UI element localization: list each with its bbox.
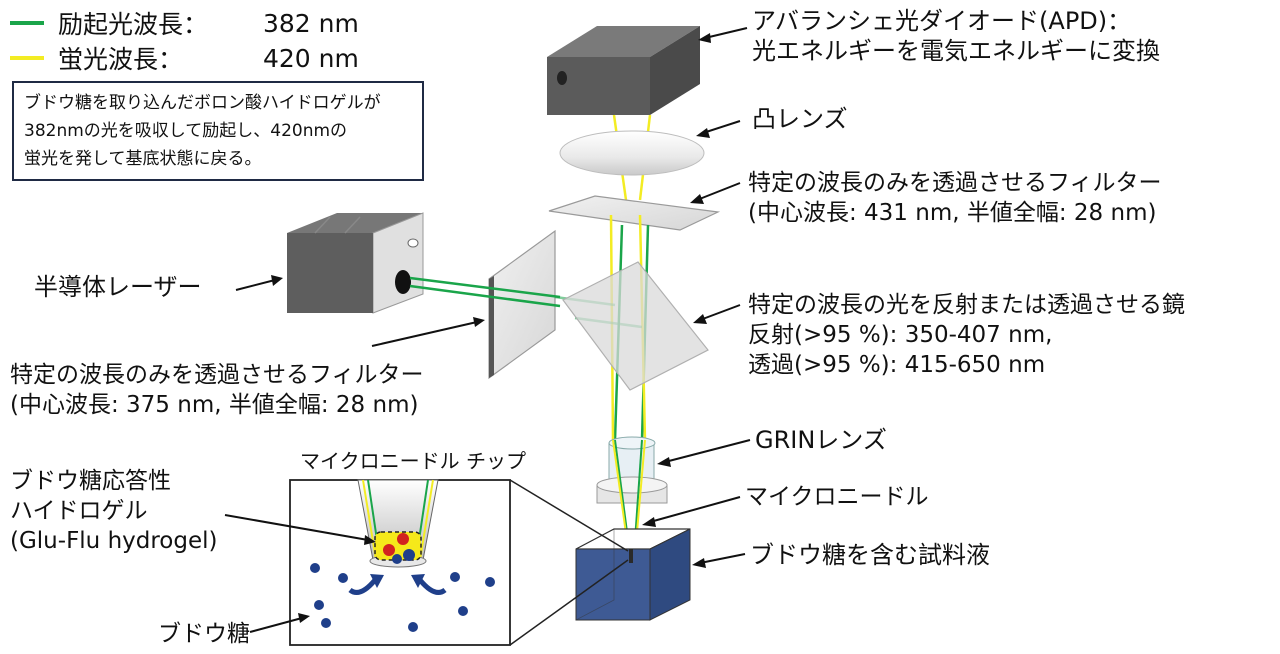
zoom-box [289, 479, 511, 646]
label-dichroic-line-3: 透過(>95 %): 415-650 nm [748, 352, 1046, 378]
label-convex-lens: 凸レンズ [752, 104, 848, 134]
label-filter-lower-line-1: 特定の波長のみを透過させるフィルター [10, 362, 424, 388]
filter-upper [548, 195, 721, 231]
legend-excitation: 励起光波長： 382 nm [10, 5, 359, 41]
label-sample: ブドウ糖を含む試料液 [750, 540, 990, 570]
label-grin-lens-text: GRINレンズ [755, 426, 887, 454]
label-hydrogel-line-3: (Glu-Flu hydrogel) [10, 528, 218, 554]
legend-fluorescence-label: 蛍光波長： [58, 45, 184, 74]
apd-detector [547, 26, 700, 115]
label-apd-line-1: アバランシェ光ダイオード(APD)： [752, 7, 1132, 35]
note-line-1: ブドウ糖を取り込んだボロン酸ハイドロゲルが [24, 93, 381, 113]
legend-fluorescence: 蛍光波長： 420 nm [10, 40, 359, 76]
legend-fluorescence-swatch [10, 56, 44, 60]
label-filter-lower-line-2: (中心波長: 375 nm, 半値全幅: 28 nm) [10, 392, 419, 418]
sample-container [575, 528, 691, 621]
label-hydrogel: ブドウ糖応答性 ハイドロゲル (Glu-Flu hydrogel) [10, 466, 218, 556]
label-microneedle: マイクロニードル [745, 482, 929, 512]
label-apd: アバランシェ光ダイオード(APD)： 光エネルギーを電気エネルギーに変換 [752, 6, 1160, 66]
label-dichroic-line-2: 反射(>95 %): 350-407 nm, [748, 322, 1053, 348]
label-dichroic-line-1: 特定の波長の光を反射または透過させる鏡 [748, 292, 1185, 318]
label-filter-upper: 特定の波長のみを透過させるフィルター (中心波長: 431 nm, 半値全幅: … [748, 168, 1162, 228]
label-filter-upper-line-2: (中心波長: 431 nm, 半値全幅: 28 nm) [748, 200, 1157, 226]
explanation-note: ブドウ糖を取り込んだボロン酸ハイドロゲルが 382nmの光を吸収して励起し、42… [12, 81, 424, 181]
legend-excitation-swatch [10, 21, 44, 25]
legend-excitation-value: 382 nm [263, 8, 359, 38]
label-hydrogel-line-2: ハイドロゲル [10, 498, 148, 524]
label-apd-line-2: 光エネルギーを電気エネルギーに変換 [752, 37, 1160, 65]
leader-arrows [224, 27, 751, 633]
label-sample-text: ブドウ糖を含む試料液 [750, 541, 990, 569]
label-laser: 半導体レーザー [34, 272, 202, 302]
label-microneedle-tip-text: マイクロニードル チップ [300, 449, 526, 473]
label-grin-lens: GRINレンズ [755, 425, 887, 455]
dichroic-mirror [562, 261, 709, 391]
label-convex-lens-text: 凸レンズ [752, 105, 848, 133]
label-laser-text: 半導体レーザー [34, 273, 202, 301]
label-filter-upper-line-1: 特定の波長のみを透過させるフィルター [748, 170, 1162, 196]
label-glucose: ブドウ糖 [158, 619, 250, 649]
label-microneedle-tip: マイクロニードル チップ [300, 446, 526, 476]
label-dichroic-mirror: 特定の波長の光を反射または透過させる鏡 反射(>95 %): 350-407 n… [748, 290, 1185, 380]
legend-excitation-label: 励起光波長： [58, 10, 209, 39]
filter-lower [488, 229, 556, 380]
label-hydrogel-line-1: ブドウ糖応答性 [10, 468, 171, 494]
zoom-connectors [509, 479, 629, 646]
label-filter-lower: 特定の波長のみを透過させるフィルター (中心波長: 375 nm, 半値全幅: … [10, 360, 424, 420]
note-line-3: 蛍光を発して基底状態に戻る。 [24, 149, 262, 169]
note-line-2: 382nmの光を吸収して励起し、420nmの [24, 121, 348, 141]
label-glucose-text: ブドウ糖 [158, 621, 250, 647]
grin-lens [596, 436, 668, 504]
label-microneedle-text: マイクロニードル [745, 484, 929, 510]
convex-lens [559, 130, 705, 176]
semiconductor-laser [287, 212, 424, 314]
legend-fluorescence-value: 420 nm [263, 43, 359, 73]
